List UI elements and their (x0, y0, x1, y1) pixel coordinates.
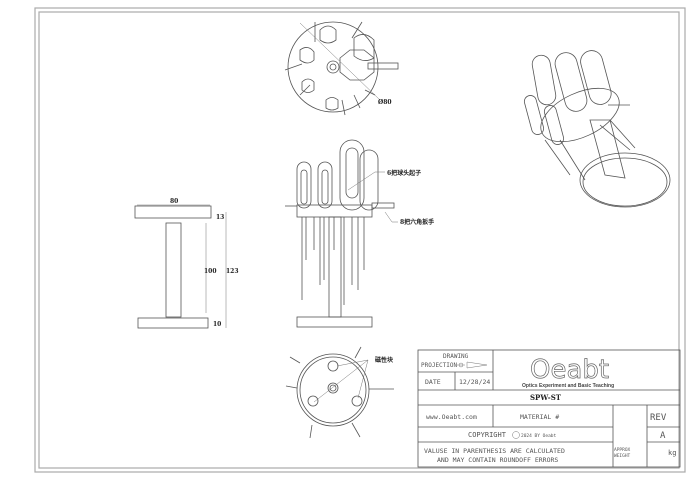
date-label: DATE (425, 378, 441, 386)
drawing-label: DRAWING (443, 353, 469, 360)
rev-label: REV (650, 413, 667, 423)
screwdrivers-label: 6把球头起子 (387, 169, 421, 177)
copyright-symbol-icon (512, 431, 520, 439)
dim-base: 10 (213, 321, 221, 328)
top-view: Ø80 (284, 21, 399, 116)
rev-value: A (660, 431, 666, 441)
copyright-label: COPYRIGHT (468, 431, 507, 439)
dim-total: 123 (226, 268, 239, 275)
part-number: SPW-ST (530, 393, 562, 402)
website: www.Oeabt.com (426, 413, 477, 421)
weight-label-1: APPROX (614, 447, 631, 453)
dim-top: 13 (216, 214, 224, 221)
title-block: DRAWING PROJECTION DATE 12/28/24 Oeabt O… (417, 349, 681, 468)
magnet-label: 磁性块 (375, 356, 394, 364)
dim-column: 100 (204, 268, 217, 275)
outer-border (34, 7, 686, 473)
dim-width: 80 (170, 198, 178, 205)
material-label: MATERIAL # (520, 413, 559, 421)
logo-tagline: Optics Experiment and Basic Teaching (522, 383, 614, 389)
inner-border (38, 11, 680, 469)
side-view: 80 13 100 123 10 (134, 198, 239, 329)
diameter-label: Ø80 (378, 99, 392, 106)
weight-label-2: WEIGHT (614, 453, 631, 459)
bottom-view: 磁性块 (285, 346, 394, 439)
weight-unit: kg (668, 449, 676, 457)
note-line-2: AND MAY CONTAIN ROUNDOFF ERRORS (437, 456, 558, 464)
projection-symbol-icon (457, 361, 488, 369)
projection-label: PROJECTION (421, 362, 458, 369)
copyright-year: 2024 BY Oeabt (521, 433, 557, 439)
hex-keys-label: 8把六角扳手 (400, 218, 434, 226)
date-value: 12/28/24 (459, 378, 490, 386)
note-line-1: VALUSE IN PARENTHESIS ARE CALCULATED (424, 447, 565, 455)
company-logo: Oeabt (530, 355, 609, 385)
front-view: 6把球头起子 8把六角扳手 (285, 139, 434, 328)
isometric-view (523, 50, 671, 208)
